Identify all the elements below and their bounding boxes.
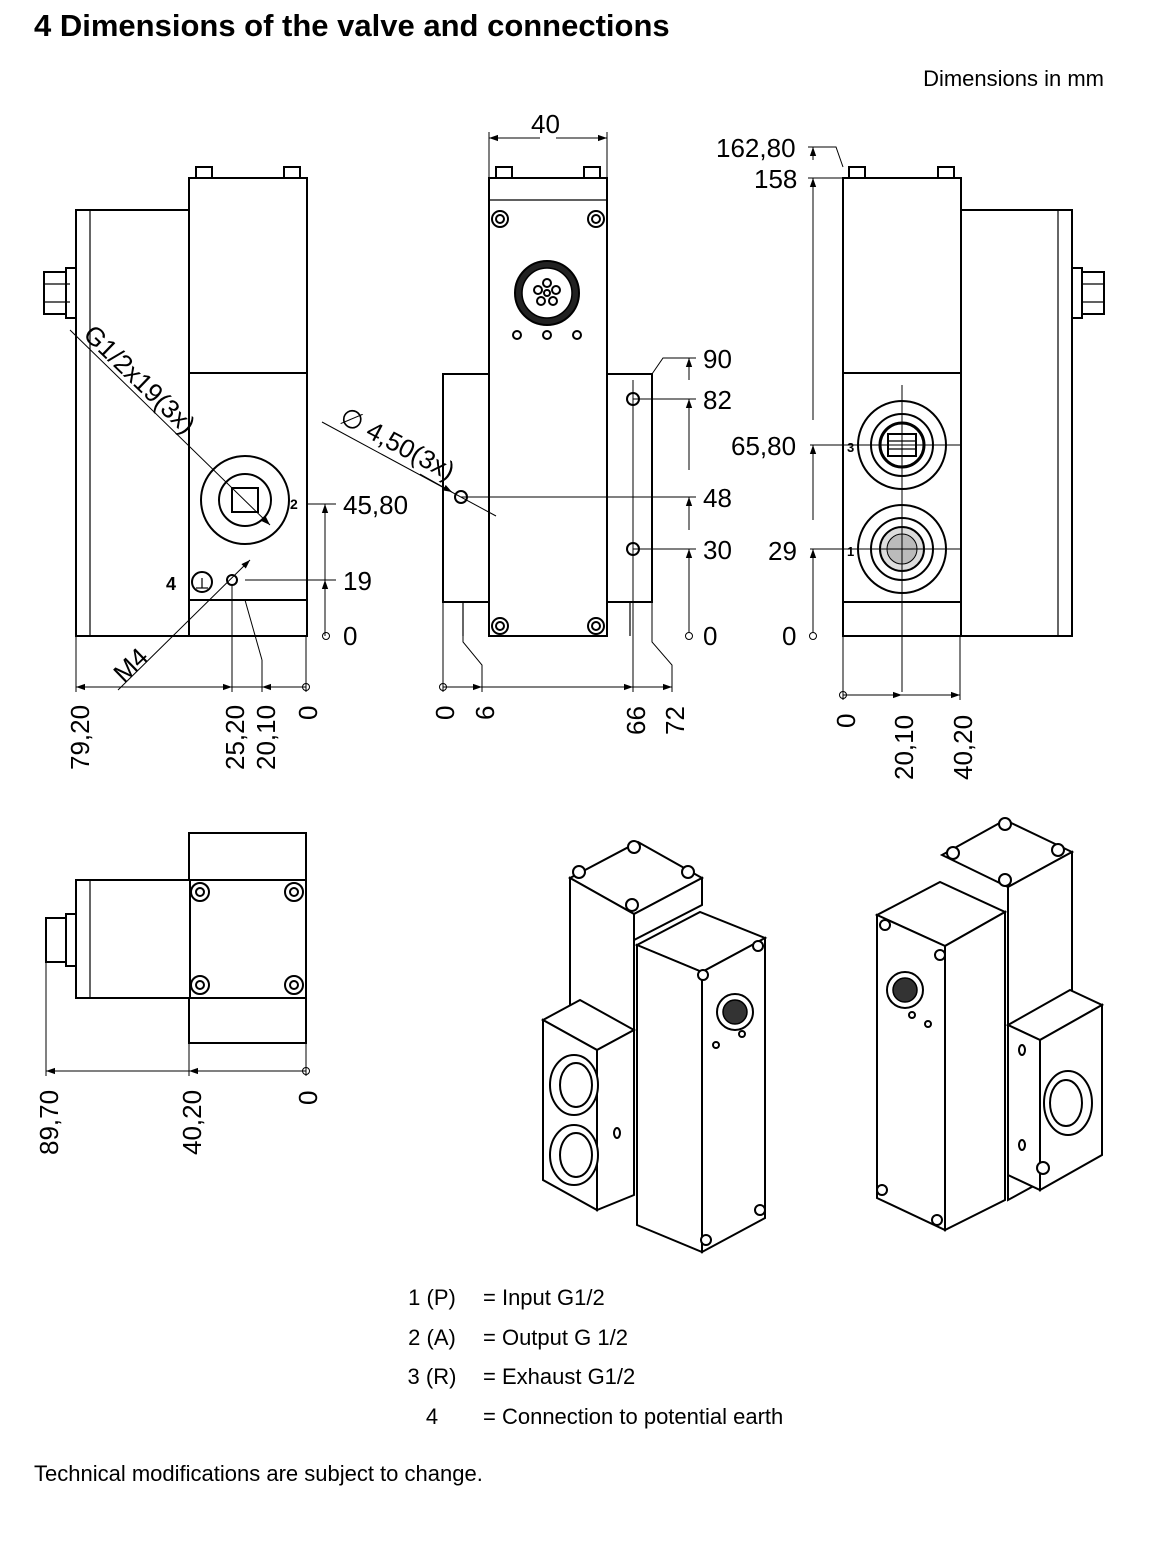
- legend-key-1: 1 (P): [408, 1285, 456, 1310]
- port-1-label: 1: [847, 544, 854, 559]
- dim-158: 158: [754, 164, 797, 194]
- port-3-label: 3: [847, 440, 854, 455]
- port-2-label: 2: [290, 496, 298, 512]
- legend-key-4: 4: [425, 1403, 439, 1429]
- dim-40-20-top: 40,20: [177, 1090, 207, 1155]
- dim-40-20-right: 40,20: [948, 715, 978, 780]
- dim-29: 29: [768, 536, 797, 566]
- footnote: Technical modifications are subject to c…: [34, 1461, 483, 1486]
- dim-20-10: 20,10: [251, 705, 281, 770]
- right-view: 3 1 162,80 158 65,80 29 0 0 20,10 40,20: [716, 133, 1105, 780]
- dim-66: 66: [621, 706, 651, 735]
- dim-30: 30: [703, 535, 732, 565]
- page-title: 4 Dimensions of the valve and connection…: [34, 8, 670, 43]
- dim-0-side-v: 0: [343, 621, 357, 651]
- side-view: 2 4 G1/2x19(3x) M4 45,80 19 0 79,20 25,2…: [43, 166, 408, 770]
- dim-0-front-v: 0: [703, 621, 717, 651]
- dim-0-right-h: 0: [831, 714, 861, 728]
- top-view: 89,70 40,20 0: [34, 832, 323, 1155]
- dim-0-right-v: 0: [782, 621, 796, 651]
- isometric-view-back: [874, 817, 1105, 1232]
- dim-90: 90: [703, 344, 732, 374]
- dim-89-70: 89,70: [34, 1090, 64, 1155]
- dim-0-top: 0: [293, 1091, 323, 1105]
- legend-desc-2: = Output G 1/2: [483, 1324, 628, 1350]
- dim-65-80: 65,80: [731, 431, 796, 461]
- dim-0-front-h: 0: [430, 706, 460, 720]
- dim-45-80: 45,80: [343, 490, 408, 520]
- units-note: Dimensions in mm: [923, 66, 1104, 91]
- dim-48: 48: [703, 483, 732, 513]
- legend-desc-1: = Input G1/2: [483, 1285, 605, 1310]
- m4-label: M4: [107, 642, 154, 689]
- legend-desc-4: = Connection to potential earth: [483, 1403, 784, 1429]
- dim-20-10-right: 20,10: [889, 715, 919, 780]
- port-4-label: 4: [166, 574, 176, 594]
- dim-25-20: 25,20: [220, 705, 250, 770]
- hole-label: ∅ 4,50(3x): [335, 401, 460, 486]
- dim-72: 72: [660, 706, 690, 735]
- dim-19: 19: [343, 566, 372, 596]
- dim-79-20: 79,20: [65, 705, 95, 770]
- legend-desc-3: = Exhaust G1/2: [483, 1364, 636, 1389]
- dim-162-80: 162,80: [716, 133, 796, 163]
- dim-82: 82: [703, 385, 732, 415]
- legend-key-2: 2 (A): [408, 1324, 456, 1350]
- isometric-view-front: [540, 840, 768, 1254]
- front-view: ∅ 4,50(3x) 40 90 82 48 30 0 0 6: [321, 109, 732, 735]
- dim-40: 40: [531, 109, 560, 139]
- dim-0-side-h: 0: [293, 706, 323, 720]
- dim-6: 6: [470, 706, 500, 720]
- legend-key-3: 3 (R): [407, 1364, 457, 1389]
